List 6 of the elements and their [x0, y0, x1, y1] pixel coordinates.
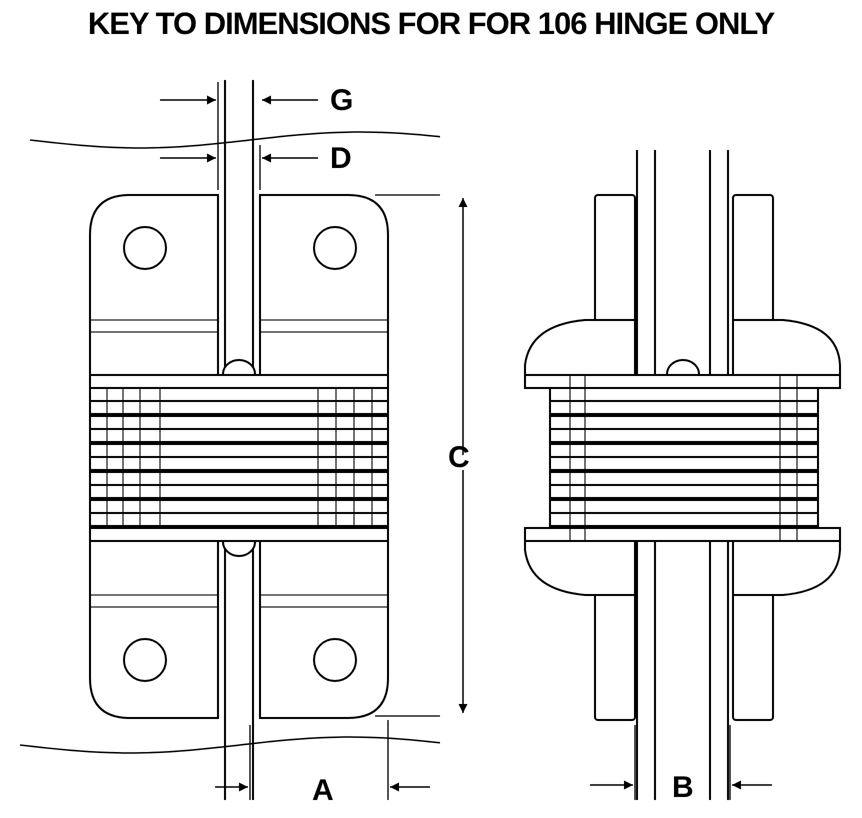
dimension-label: D — [330, 144, 352, 174]
dimension-label: G — [330, 86, 354, 116]
dimension-label: A — [312, 776, 334, 806]
title: KEY TO DIMENSIONS FOR FOR 106 HINGE ONLY — [86, 6, 776, 42]
dimension-label: B — [672, 773, 694, 803]
dimension-label: C — [448, 443, 470, 473]
